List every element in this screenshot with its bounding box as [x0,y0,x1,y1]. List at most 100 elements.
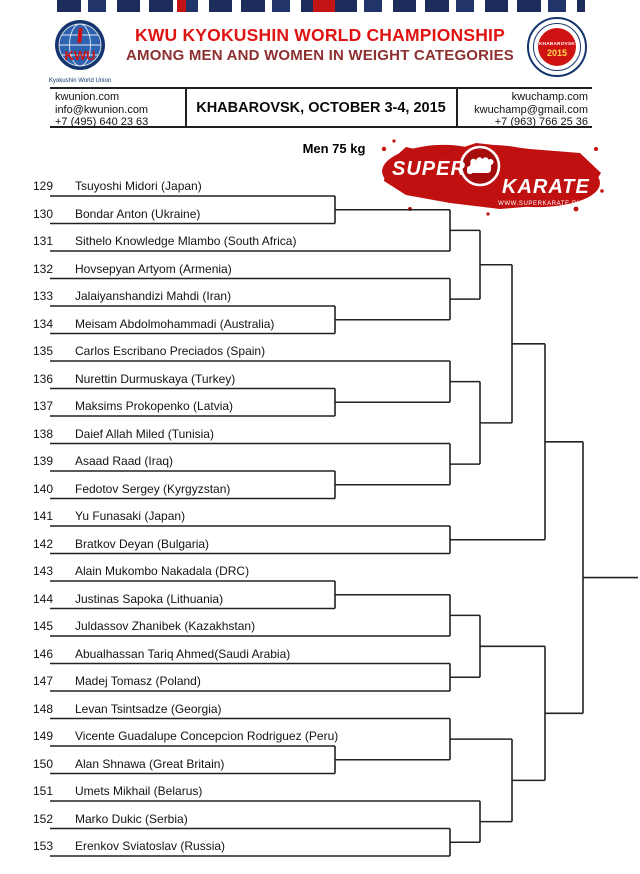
contact-block-left: kwunion.com info@kwunion.com +7 (495) 64… [55,91,148,129]
weight-category-label: Men 75 kg [302,141,366,156]
participant-number: 131 [33,234,54,248]
superkarate-logo: SUPER KARATE WWW.SUPERKARATE.RU [381,139,604,216]
participant-name: Marko Dukic (Serbia) [75,811,188,826]
participant-row: 147 Madej Tomasz (Poland) [33,674,201,689]
kwu-logo-caption: Kyokushin World Union [49,78,111,84]
participant-number: 147 [33,674,54,688]
kwu-logo-acronym: KWU [64,48,95,63]
badge-year: 2015 [547,48,567,58]
participant-name: Umets Mikhail (Belarus) [75,784,203,798]
participant-name: Sithelo Knowledge Mlambo (South Africa) [75,234,297,248]
championship-badge: KHABAROVSK 2015 [527,17,587,77]
participant-number: 145 [33,619,54,633]
event-location-date: KHABAROVSK, OCTOBER 3-4, 2015 [196,100,446,116]
participant-number: 151 [33,784,54,798]
participant-row: 143 Alain Mukombo Nakadala (DRC) [33,564,249,579]
participant-row: 140 Fedotov Sergey (Kyrgyzstan) [33,482,230,497]
participant-number: 142 [33,536,54,551]
participant-name: Alan Shnawa (Great Britain) [75,756,225,771]
header-divider-vertical-left [185,87,187,128]
participant-number: 139 [33,454,54,468]
sponsor-word-karate: KARATE [502,176,590,198]
participant-row: 149 Vicente Guadalupe Concepcion Rodrigue… [33,729,338,744]
badge-inner-ring [533,23,581,71]
participant-name: Jalaiyanshandizi Mahdi (Iran) [75,289,232,303]
participant-row: 146 Abualhassan Tariq Ahmed(Saudi Arabia) [33,647,290,662]
participant-row: 130 Bondar Anton (Ukraine) [33,207,200,222]
participant-row: 148 Levan Tsintsadze (Georgia) [33,702,222,717]
participant-row: 132 Hovsepyan Artyom (Armenia) [33,262,232,277]
participant-name: Justinas Sapoka (Lithuania) [75,591,224,606]
participant-name: Vicente Guadalupe Concepcion Rodriguez (… [75,729,339,743]
participant-name: Fedotov Sergey (Kyrgyzstan) [75,481,231,496]
participant-row: 139 Asaad Raad (Iraq) [33,454,173,469]
email-text: info@kwunion.com [55,103,149,116]
page-subtitle: AMONG MEN AND WOMEN IN WEIGHT CATEGORIES [126,47,514,64]
top-banner-cropped [57,0,585,12]
participant-number: 143 [33,564,54,578]
participant-number: 136 [33,371,54,386]
participant-row: 133 Jalaiyanshandizi Mahdi (Iran) [33,289,231,304]
participant-name: Asaad Raad (Iraq) [75,454,174,468]
header-divider-top [50,87,592,89]
participant-name: Bondar Anton (Ukraine) [75,206,201,221]
participant-row: 141 Yu Funasaki (Japan) [33,509,185,524]
website-text: kwuchamp.com [511,91,588,103]
participant-row: 129 Tsuyoshi Midori (Japan) [33,179,202,194]
participant-row: 151 Umets Mikhail (Belarus) [33,784,202,799]
participant-row: 150 Alan Shnawa (Great Britain) [33,757,224,772]
phone-text: +7 (495) 640 23 63 [55,116,149,128]
participant-row: 144 Justinas Sapoka (Lithuania) [33,592,223,607]
participant-name: Carlos Escribano Preciados (Spain) [75,344,266,358]
participant-number: 140 [33,481,54,496]
participant-name: Juldassov Zhanibek (Kazakhstan) [75,619,256,633]
participant-name: Nurettin Durmuskaya (Turkey) [75,371,236,386]
banner-red-mark [313,0,335,12]
participant-number: 141 [33,509,54,523]
participant-number: 153 [33,839,54,853]
sponsor-word-super: SUPER [392,158,466,180]
website-text: kwunion.com [55,91,120,103]
fist-icon [467,157,494,174]
participant-number: 132 [33,261,54,276]
participant-number: 146 [33,646,54,661]
email-text: kwuchamp@gmail.com [474,103,588,116]
participant-number: 129 [33,179,54,193]
participant-row: 136 Nurettin Durmuskaya (Turkey) [33,372,235,387]
participant-number: 144 [33,591,54,606]
contact-block-right: kwuchamp.com kwuchamp@gmail.com +7 (963)… [474,91,588,129]
badge-center [538,28,576,66]
participant-name: Hovsepyan Artyom (Armenia) [75,261,232,276]
badge-city: KHABAROVSK [539,41,575,46]
participant-number: 137 [33,399,54,413]
participant-number: 130 [33,206,54,221]
participant-name: Maksims Prokopenko (Latvia) [75,399,234,413]
participant-name: Alain Mukombo Nakadala (DRC) [75,564,250,578]
kwu-logo: KWU Kyokushin World Union [49,20,111,84]
header-divider-vertical-right [456,87,458,128]
participant-number: 148 [33,701,54,716]
participant-number: 149 [33,729,54,743]
participant-name: Yu Funasaki (Japan) [75,509,186,523]
sponsor-url: WWW.SUPERKARATE.RU [498,201,582,207]
participant-name: Levan Tsintsadze (Georgia) [75,701,222,716]
participant-name: Abualhassan Tariq Ahmed(Saudi Arabia) [75,646,291,661]
participant-row: 138 Daief Allah Miled (Tunisia) [33,427,214,442]
phone-text: +7 (963) 766 25 36 [494,116,588,128]
participant-name: Tsuyoshi Midori (Japan) [75,179,202,193]
participant-number: 150 [33,756,54,771]
participant-name: Daief Allah Miled (Tunisia) [75,426,214,441]
page-title: KWU KYOKUSHIN WORLD CHAMPIONSHIP [134,25,505,45]
participant-number: 134 [33,316,54,331]
header-divider-bottom [50,126,592,128]
participant-name: Madej Tomasz (Poland) [75,674,201,688]
participant-number: 133 [33,289,54,303]
participant-number: 138 [33,426,54,441]
participant-name: Bratkov Deyan (Bulgaria) [75,536,210,551]
